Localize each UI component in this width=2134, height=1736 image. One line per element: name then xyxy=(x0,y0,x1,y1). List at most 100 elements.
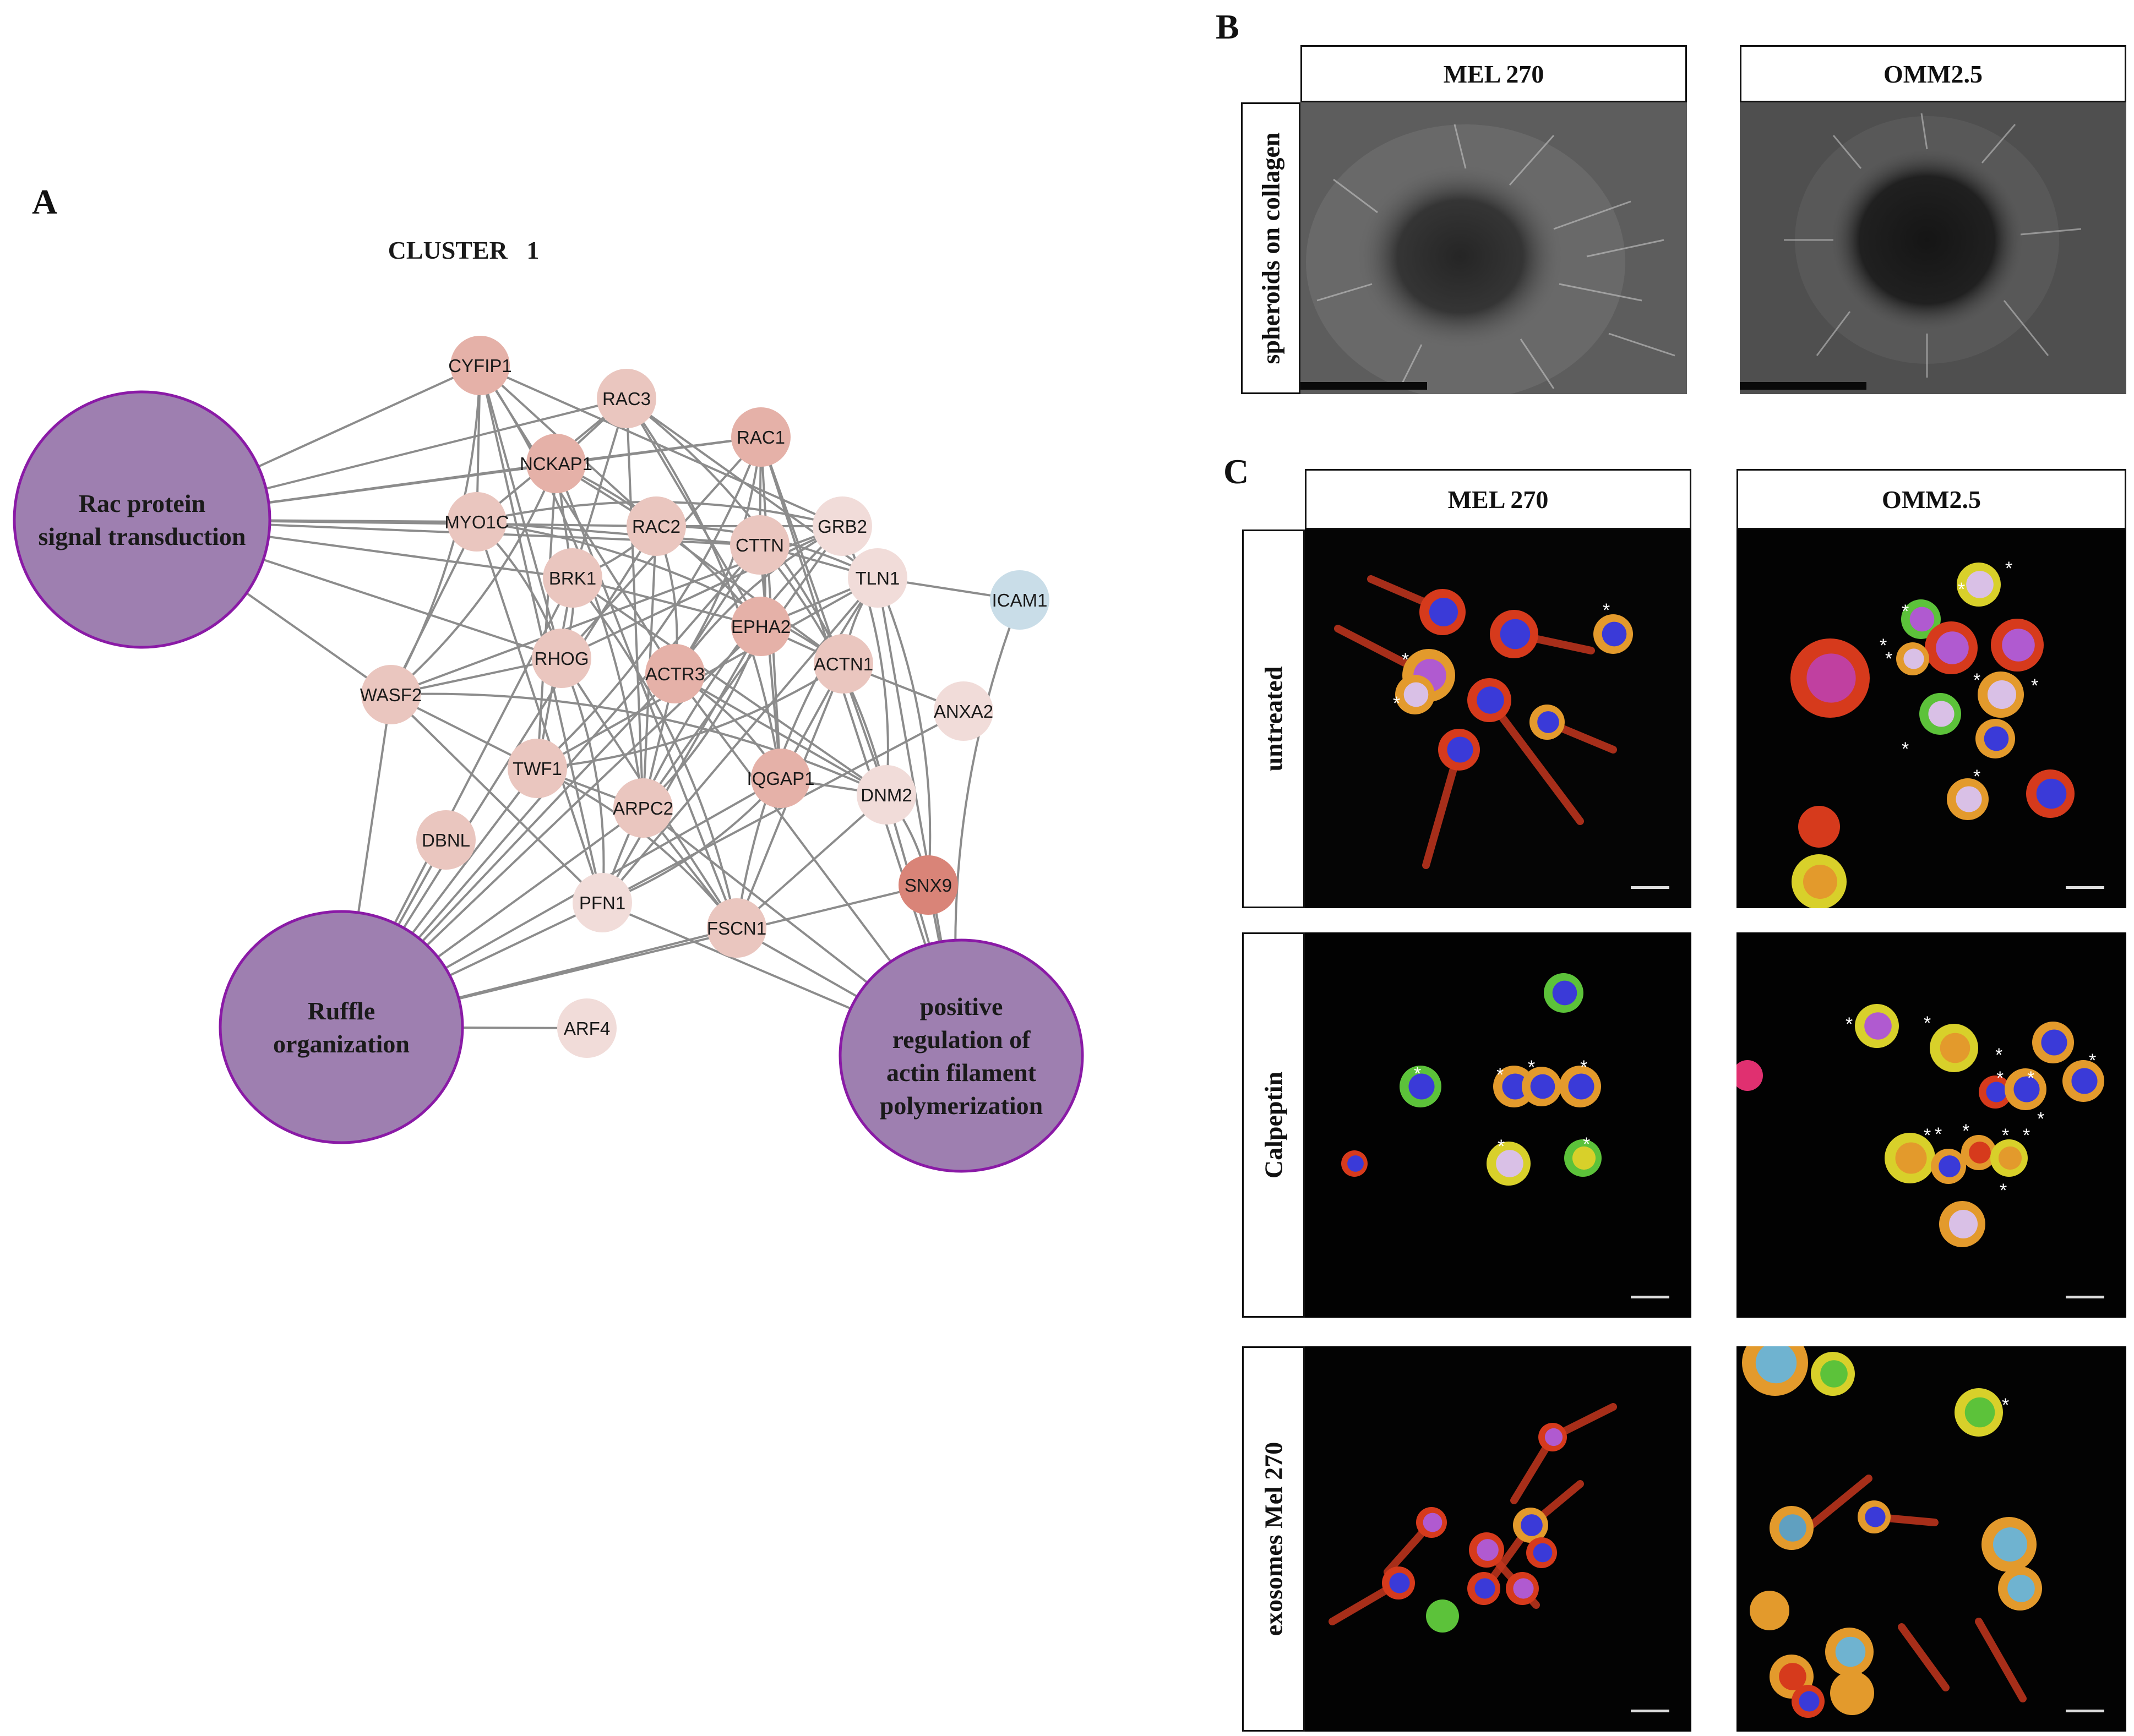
network-edge xyxy=(760,436,888,795)
gene-node-icam1: ICAM1 xyxy=(990,570,1049,630)
gene-node-rac2: RAC2 xyxy=(627,496,686,556)
panel-b-row-label: spheroids on collagen xyxy=(1256,132,1285,364)
gene-node-myo1c: MYO1C xyxy=(444,492,509,552)
gene-label: CYFIP1 xyxy=(448,356,512,376)
cell-nucleus xyxy=(1820,1360,1848,1388)
cell-marker-asterisk: * xyxy=(1498,1136,1505,1157)
cell-nucleus xyxy=(1864,1012,1892,1040)
scale-bar xyxy=(1631,1710,1669,1712)
cell-nucleus xyxy=(1998,1146,2022,1170)
fluorescence-omm25-calpeptin: ************* xyxy=(1736,932,2126,1318)
cell-nucleus xyxy=(1909,607,1935,632)
term-label: actin filament xyxy=(886,1058,1037,1087)
gene-label: RAC2 xyxy=(632,516,681,537)
gene-node-grb2: GRB2 xyxy=(813,496,872,556)
cell-marker-asterisk: * xyxy=(1885,648,1892,669)
fluorescence-mel270-exosomes xyxy=(1305,1346,1691,1732)
gene-label: ARPC2 xyxy=(613,798,673,818)
cell-nucleus xyxy=(2013,1076,2040,1102)
cell-protrusion xyxy=(1975,1618,2027,1702)
cell-marker-asterisk: * xyxy=(1973,670,1980,691)
cell-nucleus xyxy=(1806,653,1856,703)
cell-nucleus xyxy=(1956,786,1982,812)
network-edge xyxy=(736,794,888,929)
cell-marker-asterisk: * xyxy=(1973,766,1980,787)
gene-label: IQGAP1 xyxy=(747,768,815,789)
gene-node-wasf2: WASF2 xyxy=(360,665,422,724)
cell-nucleus xyxy=(1779,1663,1806,1690)
scale-bar xyxy=(1631,886,1669,889)
cluster-title: CLUSTER 1 xyxy=(388,236,540,264)
network-edge xyxy=(537,663,845,769)
gene-node-pfn1: PFN1 xyxy=(573,873,632,932)
network-edge xyxy=(625,397,782,779)
gene-node-tln1: TLN1 xyxy=(848,548,907,608)
gene-node-actn1: ACTN1 xyxy=(814,634,873,694)
cell-marker-asterisk: * xyxy=(1580,1057,1587,1078)
cell-nucleus xyxy=(1903,648,1924,669)
panel-c-row-label-calpeptin: Calpeptin xyxy=(1259,1071,1288,1179)
panel-c-column-omm25: OMM2.5 xyxy=(1736,469,2126,529)
network-edge xyxy=(560,658,605,903)
cell-nucleus xyxy=(1502,1073,1528,1100)
cell-marker-asterisk: * xyxy=(2005,558,2012,579)
cell-marker-asterisk: * xyxy=(1846,1014,1853,1035)
cell-nucleus xyxy=(1477,686,1504,714)
cell-marker-asterisk: * xyxy=(2002,1125,2009,1146)
network-edge xyxy=(390,463,557,696)
gene-label: GRB2 xyxy=(818,516,867,537)
term-label: positive xyxy=(920,992,1003,1020)
panel-b-column-omm25: OMM2.5 xyxy=(1740,45,2126,102)
cell-marker-asterisk: * xyxy=(1414,1063,1421,1084)
cell-nucleus xyxy=(1500,619,1531,649)
cell-nucleus xyxy=(1839,1679,1867,1707)
cell-nucleus xyxy=(1984,726,2009,751)
gene-label: RAC1 xyxy=(737,427,785,447)
network-edge xyxy=(601,525,843,903)
term-label: Rac protein xyxy=(79,489,205,517)
scale-bar xyxy=(1631,1296,1669,1298)
cell-marker-asterisk: * xyxy=(1880,635,1887,656)
cell-nucleus xyxy=(1940,1033,1970,1063)
network-edge xyxy=(561,525,843,659)
gene-node-anxa2: ANXA2 xyxy=(934,681,993,741)
cell-marker-asterisk: * xyxy=(2023,1125,2030,1146)
cell-nucleus xyxy=(1552,980,1577,1006)
cell-nucleus xyxy=(2041,1029,2067,1056)
spheroid-image-omm25 xyxy=(1740,102,2126,394)
scale-bar xyxy=(2066,1296,2104,1298)
network-edge xyxy=(390,694,603,904)
gene-node-arf4: ARF4 xyxy=(557,998,617,1058)
cell-marker-asterisk: * xyxy=(2037,1109,2044,1129)
cell-nucleus xyxy=(2002,629,2035,662)
cell-marker-asterisk: * xyxy=(1528,1057,1535,1078)
gene-label: PFN1 xyxy=(579,893,625,913)
cell-nucleus xyxy=(1835,1636,1866,1667)
term-node-ruffle: Ruffle organization xyxy=(219,910,464,1144)
cell-marker-asterisk: * xyxy=(2002,1395,2009,1416)
scale-bar xyxy=(2066,886,2104,889)
cell-nucleus xyxy=(1895,1142,1927,1174)
gene-label: ANXA2 xyxy=(934,701,993,722)
gene-label: ACTN1 xyxy=(814,654,873,674)
panel-a-letter: A xyxy=(32,182,58,221)
fluorescence-omm25-exosomes: * xyxy=(1736,1346,2126,1732)
cell-marker-asterisk: * xyxy=(1958,579,1965,600)
panel-c-row-label-exosomes: exosomes Mel 270 xyxy=(1259,1442,1288,1636)
gene-label: SNX9 xyxy=(905,875,952,896)
cell-nucleus xyxy=(1779,1514,1806,1542)
cell-marker-asterisk: * xyxy=(1603,600,1610,621)
network-edge xyxy=(601,577,879,904)
term-label: Ruffle xyxy=(308,997,375,1025)
network-edge xyxy=(390,692,887,796)
fluorescence-omm25-untreated: ********* xyxy=(1736,529,2126,908)
cell-nucleus xyxy=(1807,814,1833,840)
cell-nucleus xyxy=(1803,865,1837,899)
panel-c-row-exosomes: exosomes Mel 270 xyxy=(1242,1346,1305,1732)
term-label: regulation of xyxy=(892,1025,1031,1053)
cell-nucleus xyxy=(1408,1073,1435,1100)
term-label: organization xyxy=(273,1030,410,1058)
cell-nucleus xyxy=(1993,1527,2027,1562)
cell-nucleus xyxy=(1572,1146,1596,1170)
